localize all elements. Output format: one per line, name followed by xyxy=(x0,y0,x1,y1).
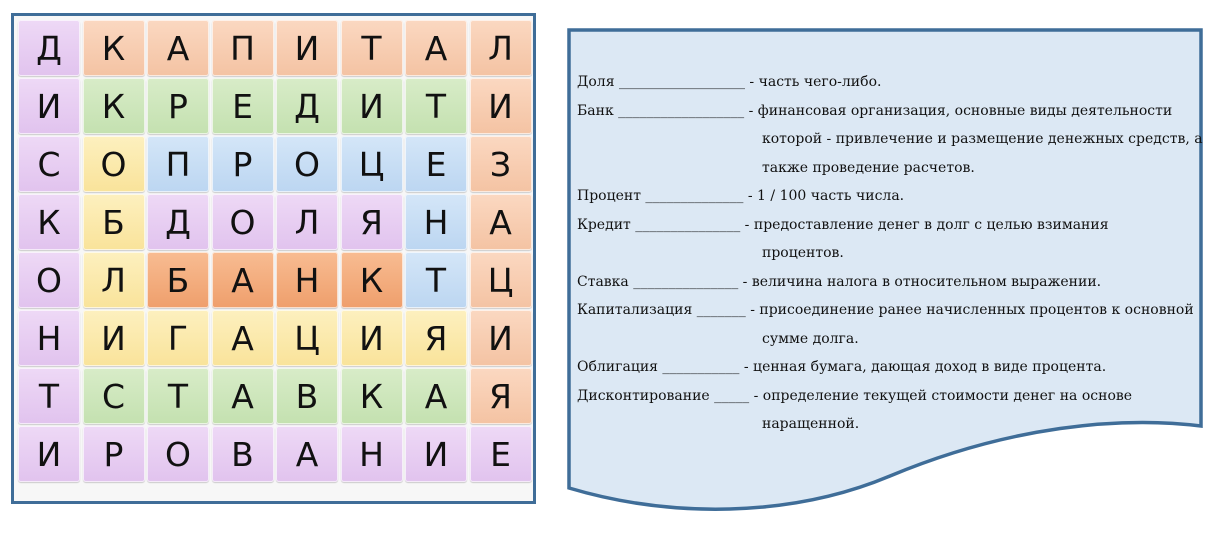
letter-cell: В xyxy=(276,368,338,424)
letter-cell: Л xyxy=(469,20,532,76)
letter-cell: К xyxy=(82,78,145,134)
letter-cell: А xyxy=(211,368,274,424)
letter-cell: Т xyxy=(340,20,403,76)
letter-cell: И xyxy=(469,78,532,134)
definition-line: Дисконтирование _____ - определение теку… xyxy=(577,387,1133,404)
letter-cell: Н xyxy=(340,426,403,482)
letter-cell: Г xyxy=(147,310,209,366)
letter-cell: Н xyxy=(405,194,467,250)
definition-line: Банк __________________ - финансовая орг… xyxy=(577,102,1173,119)
letter-cell: А xyxy=(405,368,467,424)
letter-cell: Ц xyxy=(340,136,403,192)
letter-cell: С xyxy=(82,368,145,424)
letter-cell: Я xyxy=(405,310,467,366)
letter-cell: Е xyxy=(405,136,467,192)
definition-continuation: которой - привлечение и размещение денеж… xyxy=(762,131,1203,147)
letter-cell: А xyxy=(405,20,467,76)
definition-line: Кредит _______________ - предоставление … xyxy=(577,216,1109,233)
letter-cell: З xyxy=(469,136,532,192)
definition-continuation: сумме долга. xyxy=(762,330,859,347)
letter-cell: Н xyxy=(276,252,338,308)
definitions-card: Доля __________________ - часть чего-либ… xyxy=(560,26,1210,526)
letter-cell: В xyxy=(211,426,274,482)
letter-cell: Т xyxy=(405,78,467,134)
letter-cell: К xyxy=(18,194,80,250)
letter-cell: И xyxy=(405,426,467,482)
letter-cell: Н xyxy=(18,310,80,366)
letter-cell: И xyxy=(18,426,80,482)
definition-continuation: процентов. xyxy=(762,245,844,261)
definition-line: Доля __________________ - часть чего-либ… xyxy=(577,74,882,90)
letter-cell: А xyxy=(211,252,274,308)
definition-continuation: также проведение расчетов. xyxy=(762,159,975,176)
definition-line: Ставка _______________ - величина налога… xyxy=(577,273,1102,290)
letter-cell: А xyxy=(211,310,274,366)
letter-cell: И xyxy=(340,78,403,134)
definition-line: Облигация ___________ - ценная бумага, д… xyxy=(577,359,1107,375)
definitions-list: Доля __________________ - часть чего-либ… xyxy=(577,68,1203,439)
letter-cell: А xyxy=(147,20,209,76)
letter-cell: И xyxy=(82,310,145,366)
letter-cell: К xyxy=(340,368,403,424)
letter-cell: Е xyxy=(211,78,274,134)
letter-cell: Б xyxy=(147,252,209,308)
letter-cell: П xyxy=(147,136,209,192)
letter-cell: Б xyxy=(82,194,145,250)
letter-cell: Я xyxy=(340,194,403,250)
letter-cell: О xyxy=(211,194,274,250)
letter-cell: К xyxy=(340,252,403,308)
letter-cell: Ц xyxy=(469,252,532,308)
letter-cell: А xyxy=(469,194,532,250)
letter-cell: И xyxy=(469,310,532,366)
document-shape xyxy=(567,28,1203,511)
letter-cell: Т xyxy=(147,368,209,424)
letter-cell: Л xyxy=(82,252,145,308)
letter-cell: Д xyxy=(147,194,209,250)
letter-cell: С xyxy=(18,136,80,192)
letter-cell: Л xyxy=(276,194,338,250)
letter-cell: Т xyxy=(405,252,467,308)
letter-cell: Р xyxy=(211,136,274,192)
letter-cell: О xyxy=(276,136,338,192)
letter-cell: О xyxy=(18,252,80,308)
letter-cell: Я xyxy=(469,368,532,424)
definition-line: Процент ______________ - 1 / 100 часть ч… xyxy=(577,188,905,204)
letter-cell: К xyxy=(82,20,145,76)
letter-cell: О xyxy=(147,426,209,482)
letter-cell: Т xyxy=(18,368,80,424)
letter-cell: П xyxy=(211,20,274,76)
definition-continuation: наращенной. xyxy=(762,416,860,432)
letter-cell: Р xyxy=(82,426,145,482)
letter-cell: И xyxy=(340,310,403,366)
letter-cell: Р xyxy=(147,78,209,134)
letter-cell: О xyxy=(82,136,145,192)
letter-cell: И xyxy=(18,78,80,134)
letter-cell: Д xyxy=(18,20,80,76)
letter-cell: А xyxy=(276,426,338,482)
letter-cell: Ц xyxy=(276,310,338,366)
letter-cell: Д xyxy=(276,78,338,134)
letter-cell: Е xyxy=(469,426,532,482)
definition-line: Капитализация _______ - присоединение ра… xyxy=(577,302,1194,318)
letter-cell: И xyxy=(276,20,338,76)
